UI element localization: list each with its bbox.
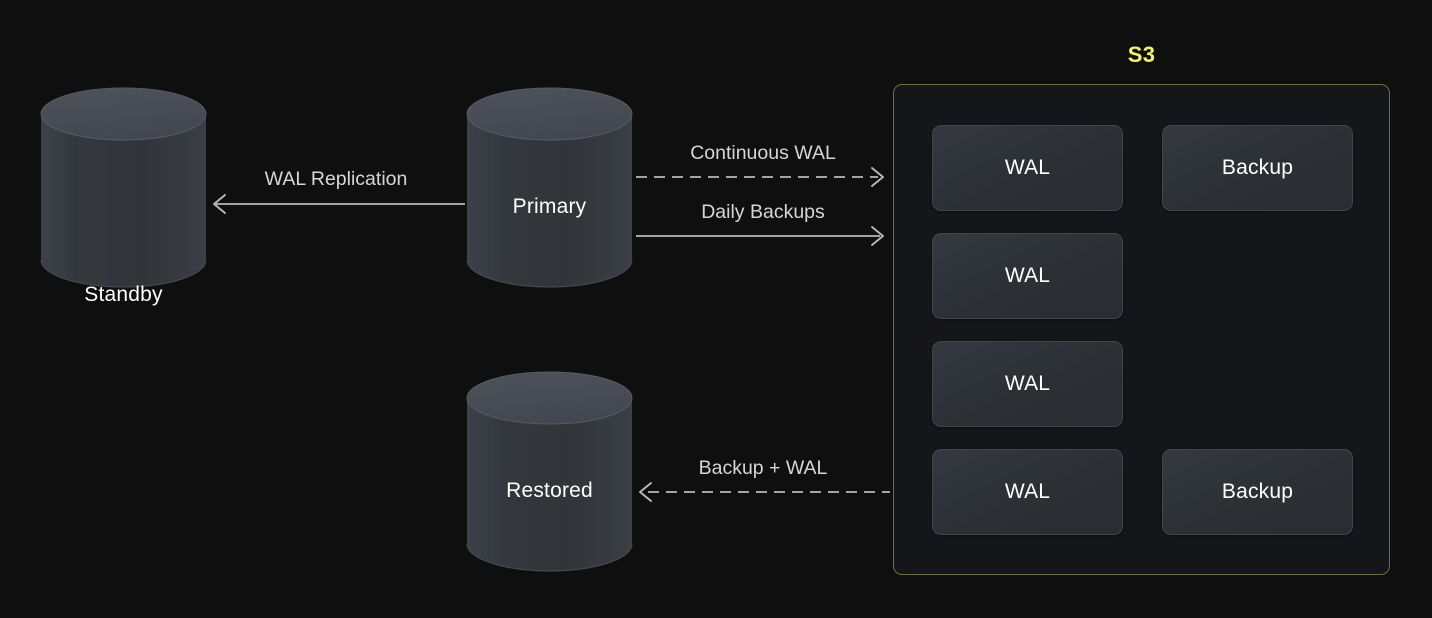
s3-object-backup-2[interactable]: Backup — [1162, 449, 1353, 535]
arrow-left-dashed — [639, 482, 890, 502]
arrow-left-solid — [213, 194, 465, 214]
s3-group-container[interactable]: WAL Backup WAL WAL WAL B — [893, 84, 1390, 575]
s3-object-wal-2[interactable]: WAL — [932, 233, 1123, 319]
cylinder-shape — [40, 87, 207, 288]
grid-spacer — [1123, 125, 1162, 211]
s3-object-empty-2 — [1162, 233, 1353, 319]
arrow-right-solid — [636, 226, 884, 246]
s3-object-label: Backup — [1221, 480, 1294, 503]
cylinder-shape — [466, 87, 633, 288]
s3-object-wal-3[interactable]: WAL — [932, 341, 1123, 427]
connector-daily-backups: Daily Backups — [636, 201, 890, 246]
s3-group-title: S3 — [1127, 42, 1156, 67]
s3-object-wal-4[interactable]: WAL — [932, 449, 1123, 535]
cylinder-shape — [466, 371, 633, 572]
node-restored[interactable]: Restored — [466, 371, 633, 572]
s3-object-label: WAL — [1004, 372, 1051, 395]
grid-spacer — [1123, 449, 1162, 535]
s3-object-label: WAL — [1004, 156, 1051, 179]
connector-backup-plus-wal: Backup + WAL — [636, 457, 890, 502]
s3-object-empty-3 — [1162, 341, 1353, 427]
s3-object-backup-1[interactable]: Backup — [1162, 125, 1353, 211]
connector-wal-replication: WAL Replication — [206, 168, 466, 214]
grid-spacer — [1123, 233, 1162, 319]
s3-object-label: Backup — [1221, 156, 1294, 179]
node-standby[interactable]: Standby — [40, 87, 207, 306]
s3-object-label: WAL — [1004, 480, 1051, 503]
arrow-right-dashed — [636, 167, 884, 187]
s3-object-grid: WAL Backup WAL WAL WAL B — [932, 125, 1353, 535]
connector-continuous-wal: Continuous WAL — [636, 142, 890, 187]
grid-spacer — [1123, 341, 1162, 427]
node-primary[interactable]: Primary — [466, 87, 633, 288]
s3-object-wal-1[interactable]: WAL — [932, 125, 1123, 211]
s3-object-label: WAL — [1004, 264, 1051, 287]
